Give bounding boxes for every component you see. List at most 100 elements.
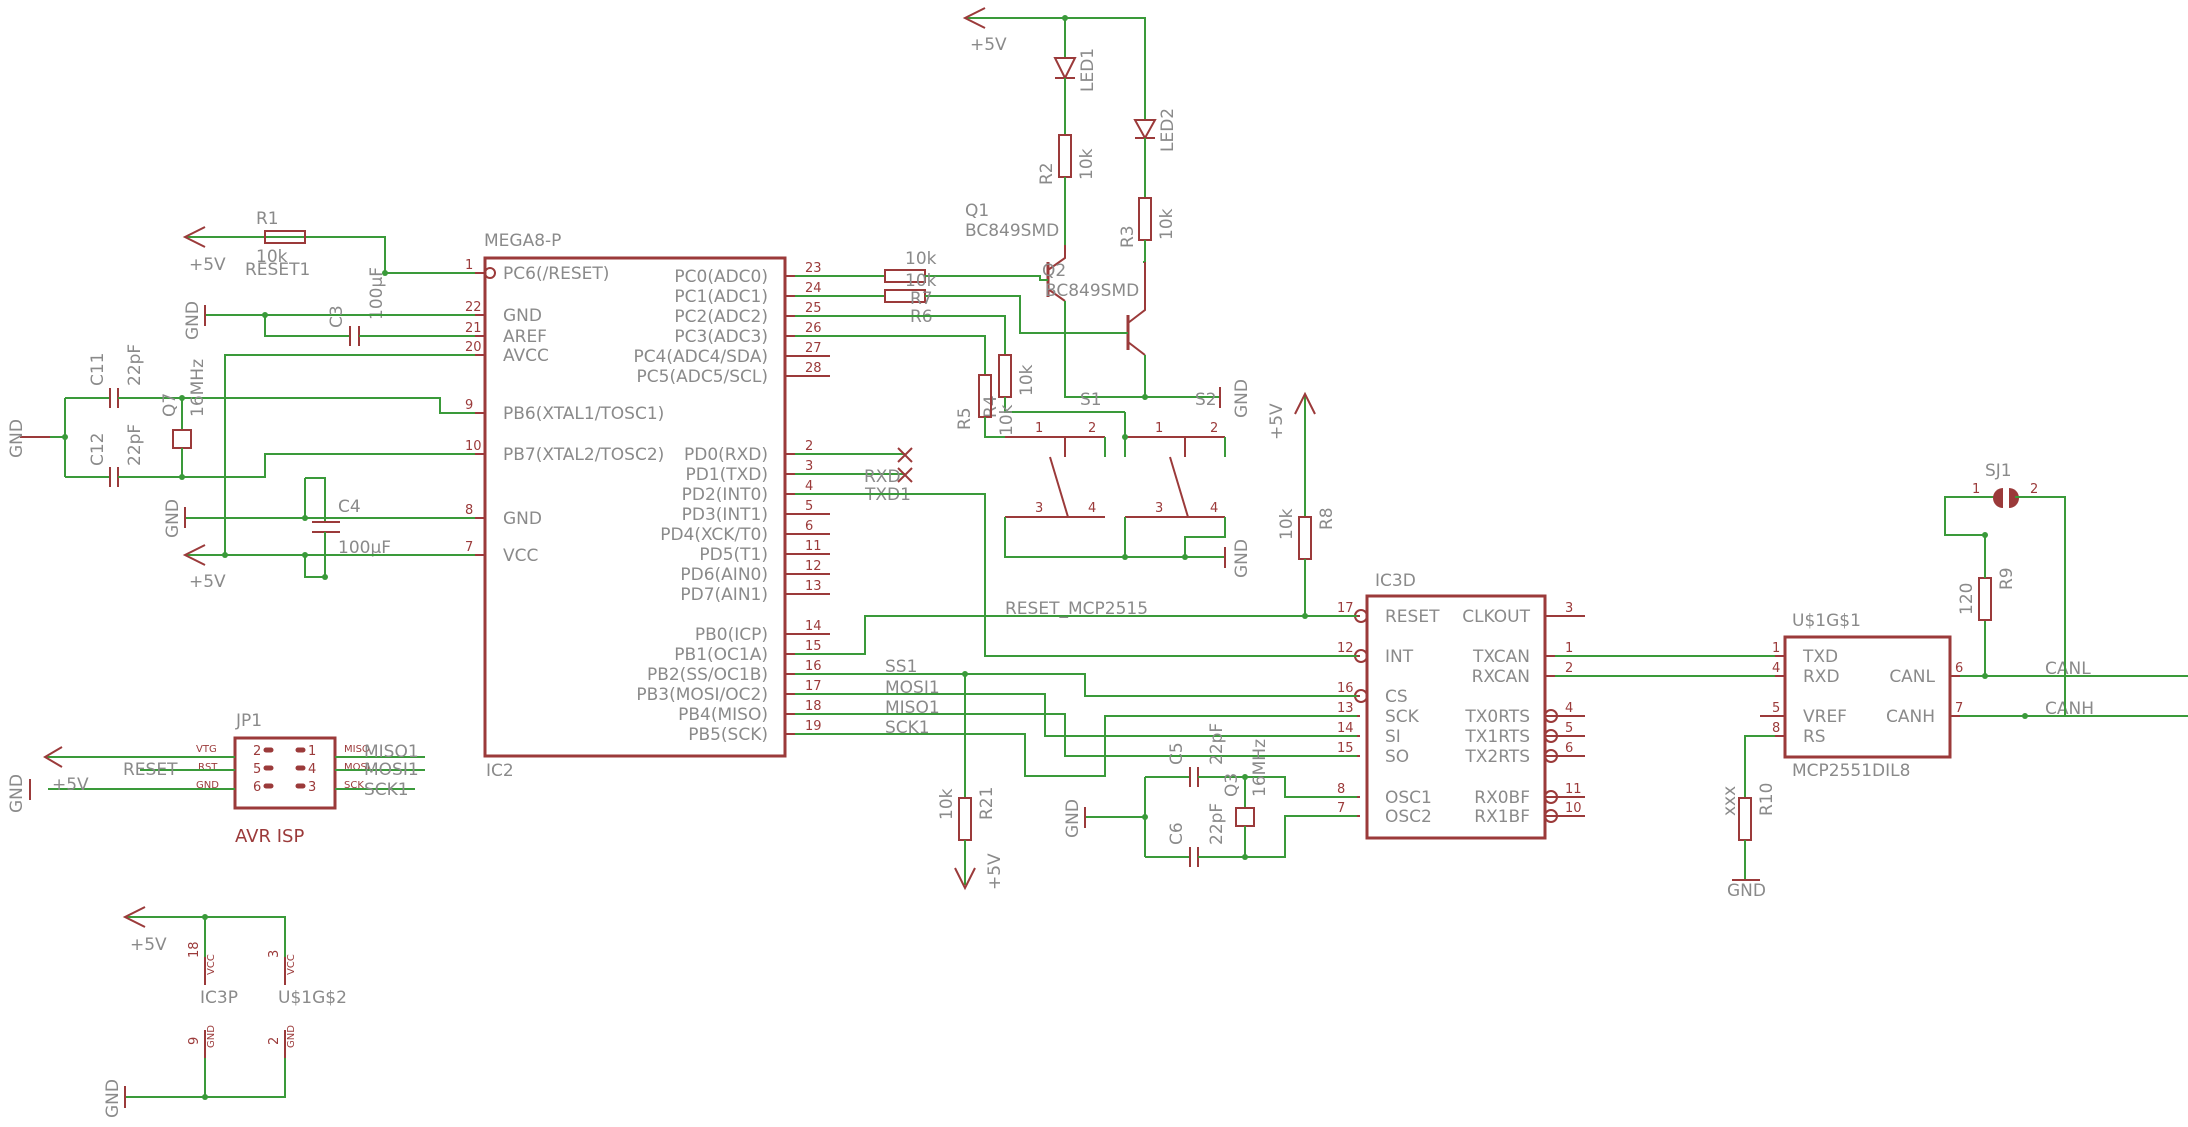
- power-pins: +5V VCC VCC 18 3 IC3P U$1G$2 GND GND 9 2…: [103, 906, 347, 1118]
- r2-value: 10k: [1077, 148, 1097, 180]
- u1g2-pin-name: GND: [286, 1025, 297, 1048]
- ic3-pin-num: 14: [1337, 721, 1354, 736]
- ic2-pin-name: AVCC: [503, 346, 549, 366]
- ic2-ref: IC2: [486, 761, 514, 781]
- r9-ref: R9: [1997, 567, 2017, 590]
- net-label-vcc: +5V: [985, 853, 1005, 890]
- s1-pin: 4: [1088, 501, 1096, 516]
- c6-ref: C6: [1167, 822, 1187, 845]
- r2-resistor: [1058, 134, 1072, 178]
- ic2-pin-num: 4: [805, 479, 813, 494]
- u1-pin-name: CANL: [1889, 667, 1935, 687]
- ic3-pin-name: INT: [1385, 647, 1414, 667]
- uart-pins: RXD TXD1 R8 RESET_MCP2515 +5V 10k R8: [795, 391, 1357, 657]
- net-label-vcc: +5V: [189, 255, 226, 275]
- net-label-vcc: +5V: [130, 935, 167, 955]
- ic2-pin-num: 1: [465, 258, 473, 273]
- ic2-pin-num: 2: [805, 439, 813, 454]
- ic2-pin-num: 28: [805, 361, 822, 376]
- ic2-pin-name: GND: [503, 509, 542, 529]
- u1-pin-name: VREF: [1803, 707, 1847, 727]
- ic2-pin-num: 25: [805, 301, 822, 316]
- r1-value: 10k: [256, 247, 288, 267]
- u1-pin-num: 7: [1955, 701, 1963, 716]
- r9-value: 120: [1957, 583, 1977, 615]
- ic3-pin-num: 17: [1337, 601, 1354, 616]
- sj1-ref: SJ1: [1985, 461, 2012, 481]
- r2-ref: R2: [1037, 162, 1057, 185]
- ic2-pin-num: 26: [805, 321, 822, 336]
- ic3-name: IC3D: [1375, 571, 1416, 591]
- jp1-pin-num: 6: [253, 780, 261, 795]
- ic3-pin-name: SCK: [1385, 707, 1420, 727]
- net-label-gnd: GND: [1232, 539, 1252, 578]
- net-label-sck: SCK1: [885, 718, 930, 738]
- net-label-canh: CANH: [2045, 699, 2094, 719]
- ic2-pin-name: AREF: [503, 327, 547, 347]
- ic2-pin-name: PC6(/RESET): [503, 264, 609, 284]
- ic3-pin-name: RX1BF: [1474, 807, 1530, 827]
- ic3-pin-name: TX1RTS: [1464, 727, 1530, 747]
- ic3-pin-num: 16: [1337, 681, 1354, 696]
- u1-pin-name: RXD: [1803, 667, 1840, 687]
- net-label-gnd: GND: [7, 774, 27, 813]
- r6-value: 10k: [905, 249, 937, 269]
- c5-value: 22pF: [1207, 723, 1227, 765]
- u1-pin-num: 8: [1772, 721, 1780, 736]
- net-label-ss: SS1: [885, 657, 917, 677]
- net-label-sck: SCK1: [364, 780, 409, 800]
- ic3-pin-name: OSC1: [1385, 788, 1432, 808]
- ic2-pin-num: 13: [805, 579, 822, 594]
- ic2-pin-num: 18: [805, 699, 822, 714]
- led1-icon: [1053, 57, 1077, 81]
- ic3-pin-num: 15: [1337, 741, 1354, 756]
- ic2-pin-name: PD4(XCK/T0): [660, 525, 768, 545]
- ic3-pin-num: 6: [1565, 741, 1573, 756]
- ic2-pin-num: 9: [465, 398, 473, 413]
- ic2-pin-num: 22: [465, 300, 482, 315]
- ic3-pin-name: OSC2: [1385, 807, 1432, 827]
- net-label-gnd: GND: [1063, 799, 1083, 838]
- u1-ref: MCP2551DIL8: [1792, 761, 1910, 781]
- s2-pin: 1: [1155, 421, 1163, 436]
- jp1-name: JP1: [235, 711, 262, 731]
- ic2-pin-num: 17: [805, 679, 822, 694]
- ic3p-pin-name: VCC: [206, 954, 217, 975]
- r1-ref: R1: [256, 209, 279, 229]
- jp1-pin-num: 4: [308, 762, 316, 777]
- ic3-pin-name: TXCAN: [1472, 647, 1530, 667]
- net-label-miso: MISO1: [885, 698, 940, 718]
- jp1-pin-num: 3: [308, 780, 316, 795]
- jp1-contacts: [263, 747, 306, 789]
- jp1-pin-name: VTG: [196, 744, 217, 755]
- jp1-pin-name: RST: [198, 762, 218, 773]
- ic3-pin-num: 3: [1565, 601, 1573, 616]
- net-label-gnd: GND: [1727, 881, 1766, 901]
- led2-ref: LED2: [1158, 108, 1178, 152]
- u1-body: [1783, 635, 1952, 759]
- jp1-pin-name: MISO: [344, 744, 370, 755]
- c12-value: 22pF: [125, 424, 145, 466]
- vcc-arrow-icon: [43, 746, 63, 768]
- net-label-vcc: +5V: [52, 775, 89, 795]
- ic3-pin-num: 8: [1337, 782, 1345, 797]
- s2-ref: S2: [1195, 390, 1217, 410]
- r4-resistor: [998, 354, 1012, 398]
- vcc-arrow-icon: [182, 544, 206, 566]
- ic3-pin-name: CLKOUT: [1462, 607, 1530, 627]
- ic2-pin-name: GND: [503, 306, 542, 326]
- ic2-pin-name: PD7(AIN1): [680, 585, 768, 605]
- u1-pin-name: RS: [1803, 727, 1826, 747]
- net-label-vcc: +5V: [1267, 403, 1287, 440]
- vcc-arrow-icon: [182, 226, 206, 248]
- c6-value: 22pF: [1207, 803, 1227, 845]
- vcc-arrow-icon: [122, 906, 146, 928]
- net-label-mosi: MOSI1: [885, 678, 940, 698]
- switches: R4 10k R5 10k S1 1 2 3 4 S2 1 2 3 4 GND: [795, 315, 1252, 578]
- spi-bus: SS1 MOSI1 MISO1 SCK1 10k R21 +5V: [795, 657, 1357, 891]
- ic3-pin-num: 13: [1337, 701, 1354, 716]
